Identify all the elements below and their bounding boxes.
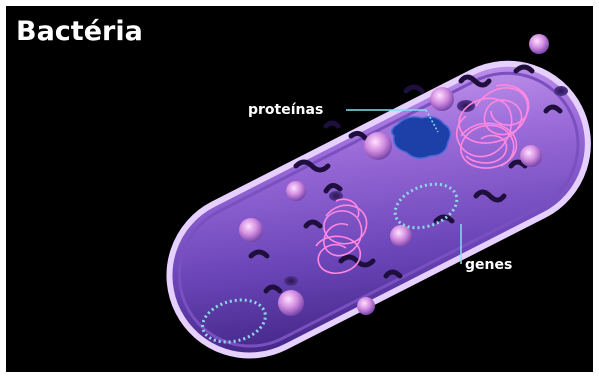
diagram-title: Bactéria bbox=[16, 18, 143, 45]
bacterium-illustration bbox=[6, 6, 593, 372]
diagram-canvas: Bactéria proteínas genes bbox=[6, 6, 593, 372]
label-proteins: proteínas bbox=[248, 103, 323, 117]
label-genes: genes bbox=[465, 258, 512, 272]
cell-body bbox=[142, 36, 593, 372]
